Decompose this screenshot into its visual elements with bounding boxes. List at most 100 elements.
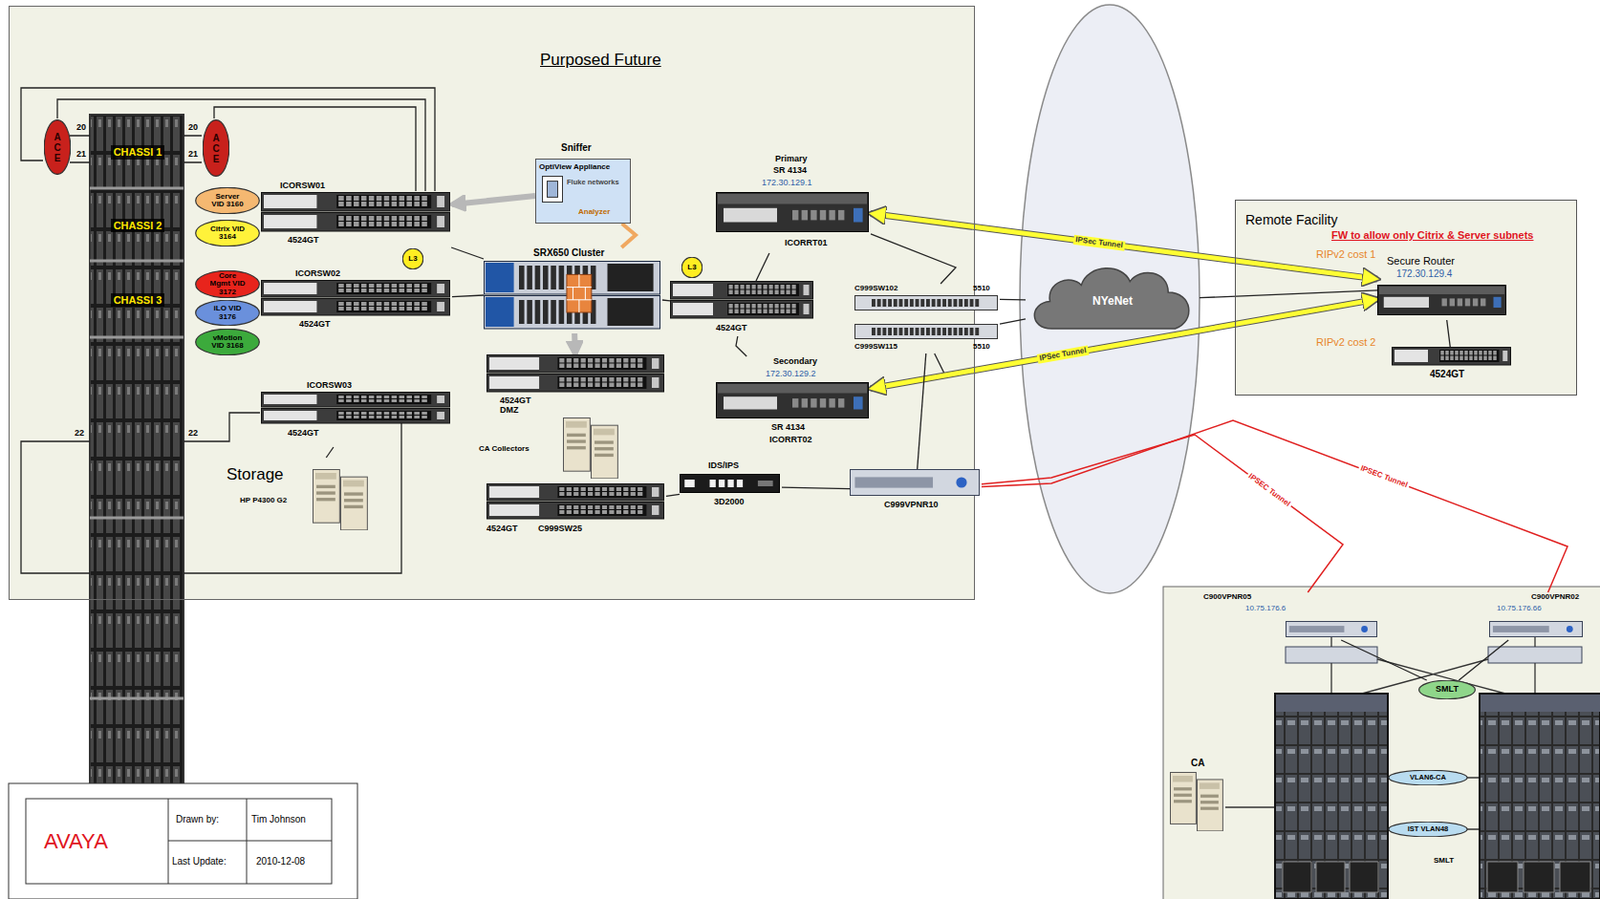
drawing-part <box>566 383 572 389</box>
drawing-part <box>716 383 869 419</box>
drawing-part <box>261 392 451 409</box>
region-panel: Purposed FutureACEACECHASSI 1CHASSI 2CHA… <box>8 5 975 601</box>
drawing-part <box>780 290 785 296</box>
drawing-part <box>376 399 383 403</box>
drawing-part <box>353 195 360 201</box>
drawing-part <box>384 195 390 201</box>
node-label: C900VPNR02 <box>1531 592 1579 602</box>
drawing-part <box>406 195 412 201</box>
device-icon <box>670 281 814 320</box>
drawing-part <box>384 221 390 227</box>
device-icon <box>1489 621 1583 638</box>
drawing-part <box>368 195 375 201</box>
drawing-part <box>345 283 352 288</box>
node-label: 172.30.129.2 <box>765 368 817 379</box>
drawing-part <box>559 383 564 389</box>
drawing-part <box>587 510 593 515</box>
drawing-part <box>368 302 375 306</box>
drawing-part <box>402 248 424 270</box>
drawing-part <box>854 324 998 340</box>
drawing-part <box>345 195 352 201</box>
drawing-part <box>1169 772 1224 832</box>
drawing-part <box>803 303 810 315</box>
drawing-part <box>746 309 751 315</box>
drawing-part <box>399 306 406 311</box>
drawing-part <box>413 221 420 227</box>
drawing-part <box>413 195 420 201</box>
drawing-part <box>775 284 779 290</box>
drawing-part <box>436 283 445 294</box>
drawing-part <box>413 415 420 419</box>
node-label: CA Collectors <box>478 444 530 454</box>
drawing-part <box>953 327 958 336</box>
drawing-part <box>727 283 800 297</box>
drawing-part <box>573 510 579 515</box>
drawing-part <box>593 429 615 436</box>
drawing-part <box>559 265 565 290</box>
drawing-part <box>936 299 941 307</box>
drawing-part <box>391 411 398 415</box>
drawing-part <box>368 283 375 288</box>
node-label: Fluke networks <box>566 178 620 188</box>
node-label: L3 <box>408 254 417 263</box>
drawing-part <box>391 395 398 399</box>
drawing-part <box>345 216 352 221</box>
drawing-part <box>1289 626 1345 633</box>
drawing-part <box>559 487 564 492</box>
drawing-part <box>260 391 451 425</box>
drawing-part <box>361 216 368 221</box>
drawing-part <box>361 288 368 293</box>
switch-stack: 4524GT <box>670 281 816 337</box>
drawing-part <box>338 395 345 399</box>
drawing-part <box>195 187 260 214</box>
node-label: VLAN6-CA <box>1409 774 1447 782</box>
drawing-part <box>786 284 791 290</box>
node-label: SR 4134 <box>773 165 807 175</box>
l3-badge: L3 <box>681 257 703 279</box>
connector-line <box>451 247 484 260</box>
vlan-oval: IST VLAN48 <box>1387 821 1469 838</box>
drawing-part <box>942 299 947 307</box>
node-label: Citrix VID 3164 <box>208 225 247 242</box>
drawing-part <box>361 201 368 207</box>
drawing-part <box>316 485 336 489</box>
node-label: C900VPNR05 <box>1203 592 1252 602</box>
node-label: 4524GT <box>299 319 331 329</box>
drawing-part <box>353 415 360 419</box>
drawing-part <box>1394 349 1428 363</box>
device-icon <box>541 175 563 203</box>
connector <box>999 319 1026 325</box>
drawing-part <box>1377 284 1507 316</box>
drawing-part <box>623 383 628 389</box>
connector-line <box>981 434 1343 593</box>
drawing-part <box>915 327 920 336</box>
drawing-part <box>1034 268 1190 329</box>
drawing-part <box>376 201 383 207</box>
drawing-part <box>566 433 586 437</box>
drawing-part <box>723 208 778 223</box>
drawing-part <box>436 302 445 312</box>
drawing-part <box>336 194 432 209</box>
drawing-part <box>542 300 549 325</box>
drawing-part <box>581 510 586 515</box>
drawing-part <box>261 193 451 213</box>
node-label: 5510 <box>972 283 991 293</box>
drawing-part <box>970 299 974 307</box>
drawing-part <box>752 290 757 296</box>
drawing-part <box>810 210 817 221</box>
drawing-part <box>489 504 540 517</box>
drawing-part <box>376 302 383 306</box>
drawing-part <box>1492 350 1497 356</box>
connector <box>574 333 577 355</box>
drawing-part <box>353 302 360 306</box>
connector-line <box>1447 320 1451 347</box>
drawing-part <box>413 306 420 311</box>
node-label: C999SW115 <box>854 342 898 351</box>
drawing-part <box>421 221 428 227</box>
node-label: L3 <box>687 262 696 272</box>
drawing-part <box>850 470 980 497</box>
drawing-part <box>566 492 572 497</box>
vlan-oval: vMotion VID 3168 <box>194 328 260 356</box>
drawing-part <box>594 510 600 515</box>
drawing-part <box>421 399 428 403</box>
